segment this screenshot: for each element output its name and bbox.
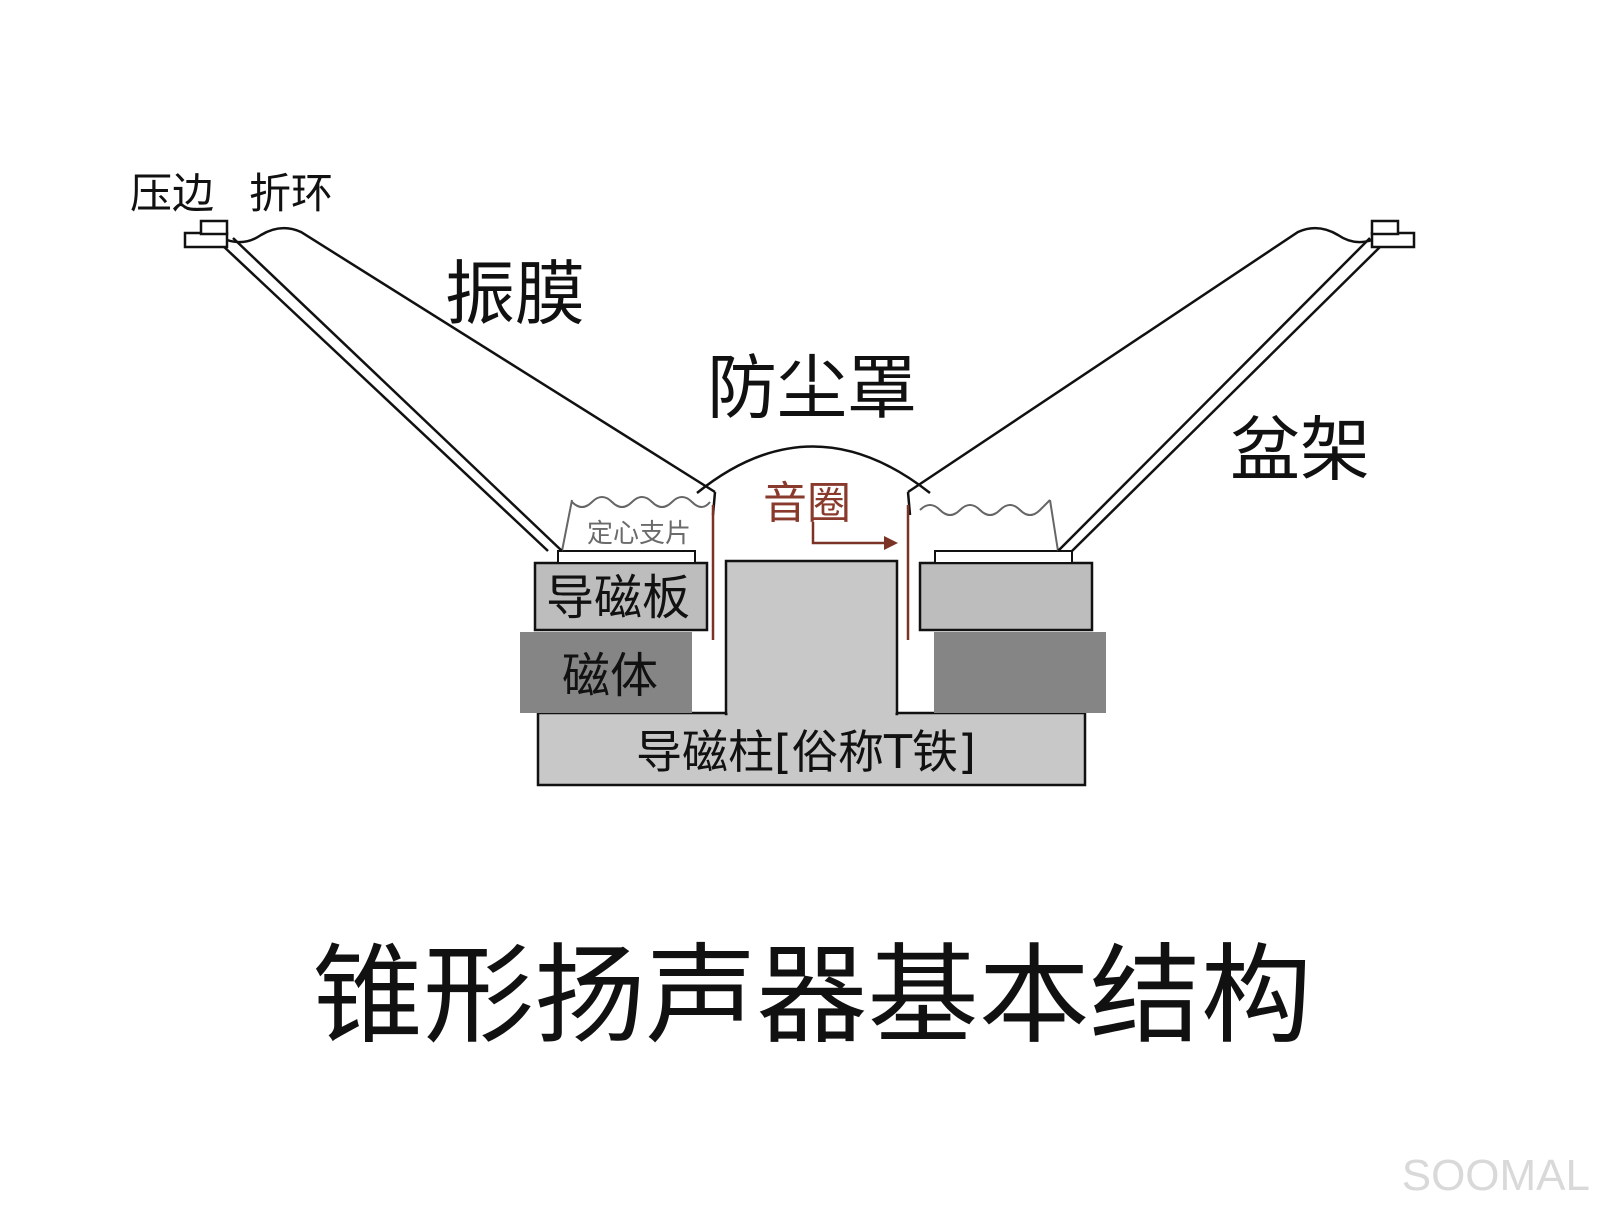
voice-coil [711,505,910,640]
basket-flange-left [557,550,696,564]
label-dust-cap: 防尘罩 [707,347,917,429]
label-basket: 盆架 [1230,409,1370,491]
label-pole-piece: 导磁柱[俗称T铁] [636,725,976,779]
diagram-title: 锥形扬声器基本结构 [312,934,1312,1059]
basket-right [1057,219,1416,552]
label-top-plate: 导磁板 [546,570,690,626]
label-magnet: 磁体 [562,648,658,704]
label-spider: 定心支片 [587,519,691,549]
voice-coil-arrow [811,522,898,550]
top-plate-right [918,561,1094,632]
basket-flange-right [934,550,1073,564]
magnet-right [934,632,1106,713]
label-voice-coil: 音圈 [763,478,851,529]
spider-left [561,496,711,552]
pole-piece-base [536,711,1087,787]
watermark: SOOMAL [1402,1151,1590,1200]
basket-left [183,219,563,552]
spider-right [919,499,1059,552]
label-diaphragm: 振膜 [445,253,585,335]
label-surround-roll: 折环 [249,169,333,218]
magnet-left [520,632,692,713]
diaphragm-right [906,226,1373,516]
pole-piece-column [724,559,899,716]
label-surround-edge: 压边 [130,169,214,218]
dust-cap [696,445,931,494]
